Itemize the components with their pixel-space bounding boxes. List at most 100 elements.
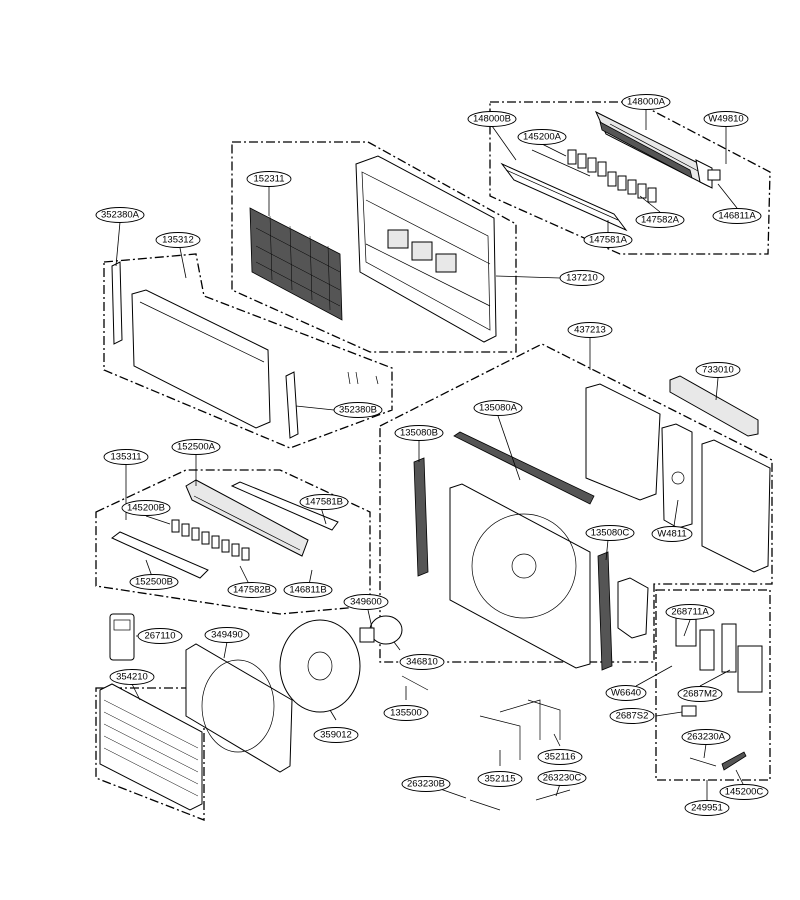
callout-145200C: 145200C bbox=[719, 784, 769, 800]
callout-349600: 349600 bbox=[343, 594, 389, 610]
boundary-louver-assembly bbox=[489, 101, 771, 255]
callout-label: 145200A bbox=[523, 132, 562, 143]
part-354210-condenser bbox=[99, 683, 203, 811]
callout-label: 352380A bbox=[101, 210, 140, 221]
part-152311-filter bbox=[249, 207, 343, 321]
part-148000B-louver-bar bbox=[500, 162, 628, 232]
callout-label: 135080B bbox=[400, 428, 438, 439]
callout-label: W6640 bbox=[611, 688, 641, 699]
callout-146811A: 146811A bbox=[712, 208, 762, 224]
boundary-condenser bbox=[95, 687, 205, 821]
part-135500-cable bbox=[401, 675, 429, 691]
part-352380A-side-strip bbox=[111, 261, 123, 345]
callout-W6640: W6640 bbox=[605, 685, 647, 701]
callout-W49810: W49810 bbox=[703, 111, 749, 127]
callout-148000B: 148000B bbox=[467, 111, 517, 127]
callout-263230A: 263230A bbox=[681, 729, 731, 745]
callout-label: 147581B bbox=[305, 497, 343, 508]
callout-label: 352115 bbox=[485, 774, 516, 785]
callout-W4811: W4811 bbox=[651, 526, 693, 542]
leader-lines bbox=[115, 110, 745, 800]
boundary-front-grille bbox=[231, 141, 517, 353]
part-control-box-cover bbox=[617, 577, 649, 639]
part-135080C-side-strip bbox=[597, 551, 613, 671]
callout-267110: 267110 bbox=[137, 628, 183, 644]
callout-352380B: 352380B bbox=[333, 402, 383, 418]
callout-352115: 352115 bbox=[477, 771, 523, 787]
callout-label: 352380B bbox=[339, 405, 377, 416]
callout-349490: 349490 bbox=[204, 627, 250, 643]
callout-label: 346810 bbox=[406, 657, 438, 668]
part-733010-top-rail bbox=[669, 375, 759, 437]
callout-148000A: 148000A bbox=[621, 94, 671, 110]
part-349600-motor bbox=[359, 615, 403, 645]
callout-label: 152500A bbox=[177, 442, 216, 453]
callout-label: 148000B bbox=[473, 114, 511, 125]
callout-label: 263230B bbox=[407, 779, 445, 790]
callout-352380A: 352380A bbox=[95, 207, 145, 223]
callout-145200B: 145200B bbox=[121, 500, 171, 516]
callout-135080A: 135080A bbox=[473, 400, 523, 416]
callout-147582A: 147582A bbox=[635, 212, 685, 228]
part-147581B-bar bbox=[230, 481, 339, 531]
callouts: 148000A 148000B W49810 145200A 147582A 1… bbox=[95, 94, 769, 816]
part-352380B-side-strip bbox=[285, 371, 299, 439]
callout-label: 145200B bbox=[127, 503, 165, 514]
callout-135080B: 135080B bbox=[394, 425, 444, 441]
callout-label: 135312 bbox=[162, 235, 194, 246]
part-147582A-vane-row bbox=[607, 171, 657, 203]
callout-label: 268711A bbox=[671, 607, 709, 618]
callout-label: 359012 bbox=[320, 730, 352, 741]
part-137210-front-grille bbox=[355, 155, 497, 343]
part-135080B-side-strip bbox=[413, 457, 429, 577]
callout-label: 437213 bbox=[574, 325, 606, 336]
boundary-front-panel bbox=[103, 253, 393, 449]
callout-152500A: 152500A bbox=[171, 439, 221, 455]
callout-label: 145200C bbox=[725, 787, 764, 798]
callout-label: 146811A bbox=[718, 211, 756, 222]
callout-label: 733010 bbox=[702, 365, 734, 376]
callout-label: 148000A bbox=[627, 97, 666, 108]
callout-label: 152311 bbox=[254, 174, 285, 185]
callout-268711A: 268711A bbox=[665, 604, 715, 620]
callout-label: 147581A bbox=[589, 235, 628, 246]
callout-label: 135311 bbox=[111, 452, 142, 463]
callout-label: 349490 bbox=[211, 630, 243, 641]
callout-2687S2: 2687S2 bbox=[609, 708, 655, 724]
callout-146811B: 146811B bbox=[283, 582, 333, 598]
callout-352116: 352116 bbox=[537, 749, 583, 765]
callout-135500: 135500 bbox=[383, 705, 429, 721]
callout-263230B: 263230B bbox=[401, 776, 451, 792]
callout-135312: 135312 bbox=[155, 232, 201, 248]
callout-145200A: 145200A bbox=[517, 129, 567, 145]
callout-label: 263230C bbox=[543, 773, 582, 784]
callout-147582B: 147582B bbox=[227, 582, 277, 598]
callout-label: 135080C bbox=[591, 528, 630, 539]
part-W4811-bracket bbox=[661, 423, 693, 529]
callout-label: 152500B bbox=[135, 577, 173, 588]
boundary-control-box bbox=[655, 589, 771, 781]
callout-2687M2: 2687M2 bbox=[677, 686, 723, 702]
callout-label: 352116 bbox=[545, 752, 576, 763]
callout-label: 267110 bbox=[145, 631, 176, 642]
part-control-parts bbox=[675, 617, 763, 771]
callout-135311: 135311 bbox=[103, 449, 149, 465]
callout-147581A: 147581A bbox=[583, 232, 633, 248]
callout-label: 349600 bbox=[350, 597, 382, 608]
callout-label: 354210 bbox=[116, 672, 148, 683]
callout-354210: 354210 bbox=[109, 669, 155, 685]
part-349490-shroud bbox=[185, 643, 293, 773]
part-145200A-louver-row bbox=[531, 149, 607, 177]
part-145200B-vanes bbox=[171, 519, 250, 561]
part-135080A-top-strip bbox=[453, 431, 595, 505]
callout-249951: 249951 bbox=[684, 800, 730, 816]
callout-152311: 152311 bbox=[246, 171, 292, 187]
part-437213-cabinet-sides bbox=[585, 383, 771, 573]
callout-label: W49810 bbox=[708, 114, 743, 125]
callout-label: 146811B bbox=[289, 585, 326, 596]
callout-label: W4811 bbox=[657, 529, 686, 540]
callout-label: 2687M2 bbox=[683, 689, 717, 700]
part-152500A-louver-assembly bbox=[185, 479, 309, 557]
callout-147581B: 147581B bbox=[299, 494, 349, 510]
callout-359012: 359012 bbox=[313, 727, 359, 743]
